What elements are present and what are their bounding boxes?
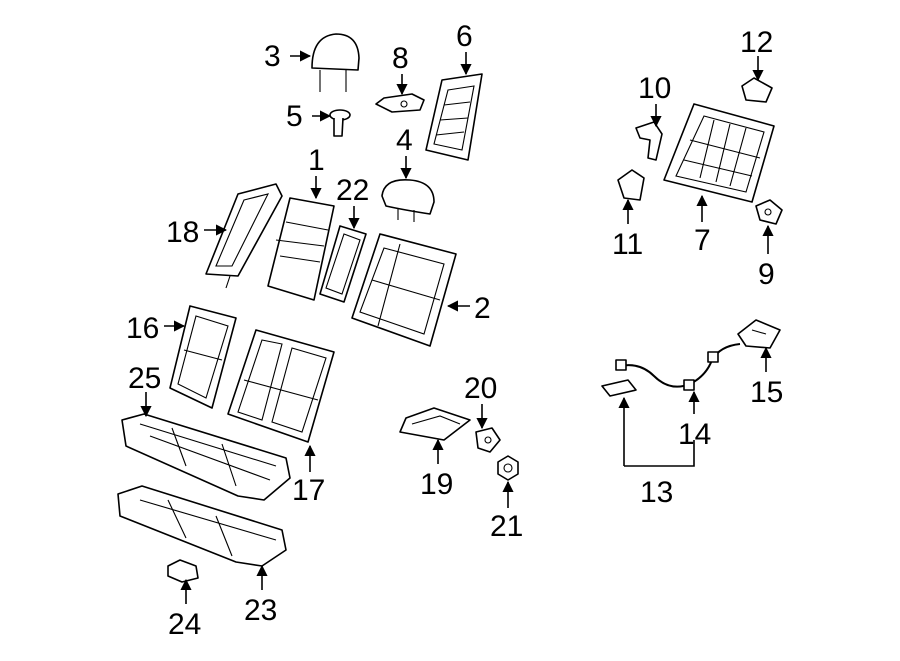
part-19-armrest[interactable]: [399, 407, 471, 441]
callout-13: 13: [640, 476, 673, 509]
part-11-block[interactable]: [617, 169, 645, 201]
callout-11: 11: [612, 228, 643, 261]
part-20-bracket[interactable]: [475, 427, 501, 453]
callout-15: 15: [750, 376, 783, 409]
callout-23: 23: [244, 594, 277, 627]
callout-12: 12: [740, 26, 773, 59]
part-15-mount[interactable]: [737, 319, 781, 349]
callout-7: 7: [694, 224, 711, 257]
part-17-seatback-frame[interactable]: [227, 329, 335, 443]
callout-6: 6: [456, 20, 473, 53]
callout-labels: 3 5 8 6 4 1 22 18 2 16 25 17 19 20 21 24…: [126, 20, 783, 641]
callout-18: 18: [166, 216, 199, 249]
part-23-seat-cushion[interactable]: [117, 485, 287, 567]
callout-25: 25: [128, 362, 161, 395]
callout-3: 3: [264, 40, 281, 73]
part-25-cushion-cover[interactable]: [121, 413, 291, 501]
part-7-seatback-frame[interactable]: [663, 103, 775, 203]
part-24-clip[interactable]: [167, 559, 199, 583]
callout-2: 2: [474, 292, 491, 325]
callout-10: 10: [638, 72, 671, 105]
leader-lines: [140, 50, 774, 604]
callout-24: 24: [168, 608, 201, 641]
callout-16: 16: [126, 312, 159, 345]
callout-5: 5: [286, 100, 303, 133]
part-14-wire-harness[interactable]: [615, 343, 741, 391]
part-10-bracket[interactable]: [635, 121, 663, 161]
callout-14: 14: [678, 418, 711, 451]
part-16-lower-bolster[interactable]: [169, 305, 237, 409]
part-8-hinge[interactable]: [375, 93, 425, 113]
part-2-seatback-assembly[interactable]: [351, 233, 457, 347]
callout-19: 19: [420, 468, 453, 501]
part-5-headrest-guide[interactable]: [329, 109, 351, 137]
part-3-headrest[interactable]: [311, 33, 360, 92]
part-22-trim-panel[interactable]: [319, 225, 367, 303]
part-21-nut[interactable]: [497, 455, 519, 481]
callout-8: 8: [392, 42, 409, 75]
callout-4: 4: [396, 124, 413, 157]
callout-20: 20: [464, 372, 497, 405]
part-6-seatback-frame[interactable]: [425, 73, 483, 161]
part-4-center-headrest[interactable]: [381, 179, 435, 222]
callout-17: 17: [292, 474, 325, 507]
part-9-latch[interactable]: [755, 199, 783, 225]
callout-9: 9: [758, 258, 775, 291]
part-18-side-bolster[interactable]: [205, 183, 283, 289]
part-12-cap[interactable]: [741, 77, 773, 103]
callout-21: 21: [490, 510, 523, 543]
callout-22: 22: [336, 174, 369, 207]
part-1-seatback-cover[interactable]: [267, 197, 335, 301]
part-13-cable-plate[interactable]: [601, 379, 637, 397]
callout-1: 1: [308, 144, 325, 177]
